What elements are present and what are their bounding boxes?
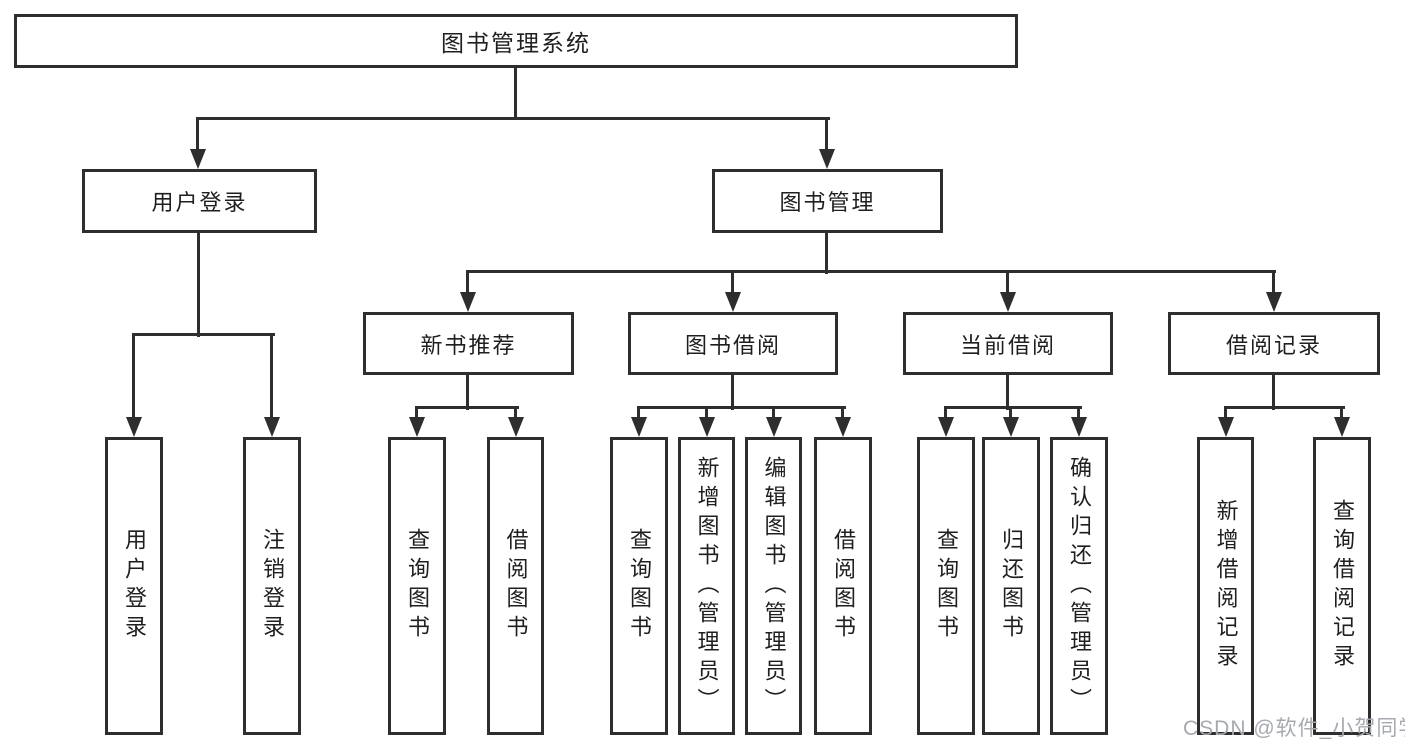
node-new-book-rec-label: 新书推荐 bbox=[420, 332, 517, 358]
node-leaf-br-add-record-label: 新增借阅记录 bbox=[1213, 499, 1239, 673]
node-leaf-cb-confirm-return-admin-label: 确认归还（管理员） bbox=[1067, 455, 1092, 717]
connector-drop-cb-confirm bbox=[1077, 406, 1080, 420]
connector-drop-br-add bbox=[1224, 406, 1227, 420]
node-leaf-bb-add-books-admin: 新增图书（管理员） bbox=[678, 437, 735, 735]
arrow-down-icon bbox=[508, 417, 524, 437]
node-leaf-bb-add-books-admin-label: 新增图书（管理员） bbox=[694, 455, 720, 717]
node-leaf-br-query-record: 查询借阅记录 bbox=[1313, 437, 1371, 735]
connector-drop-book-borrow bbox=[731, 270, 734, 296]
connector-drop-user-login bbox=[196, 117, 199, 152]
arrow-down-icon bbox=[1266, 292, 1282, 312]
node-book-borrow-label: 图书借阅 bbox=[684, 332, 781, 358]
arrow-down-icon bbox=[819, 149, 835, 169]
arrow-down-icon bbox=[835, 417, 851, 437]
connector-borrow-records-rail bbox=[1224, 406, 1345, 409]
node-leaf-bb-borrow-books-label: 借阅图书 bbox=[831, 528, 856, 644]
arrow-down-icon bbox=[1003, 417, 1019, 437]
connector-new-book-rec-rail bbox=[415, 406, 519, 409]
node-borrow-records: 借阅记录 bbox=[1168, 312, 1380, 375]
node-leaf-nbr-borrow-books-label: 借阅图书 bbox=[503, 528, 529, 644]
node-current-borrow: 当前借阅 bbox=[903, 312, 1113, 375]
node-root-label: 图书管理系统 bbox=[441, 30, 591, 56]
node-leaf-br-query-record-label: 查询借阅记录 bbox=[1330, 499, 1355, 673]
arrow-down-icon bbox=[766, 417, 782, 437]
node-root: 图书管理系统 bbox=[14, 14, 1018, 68]
connector-drop-bb-query bbox=[637, 406, 640, 420]
node-leaf-user-login: 用户登录 bbox=[105, 437, 163, 735]
connector-level3-rail bbox=[466, 270, 1276, 273]
connector-current-borrow-stem bbox=[1006, 373, 1009, 410]
node-leaf-nbr-query-books: 查询图书 bbox=[388, 437, 446, 735]
arrow-down-icon bbox=[725, 292, 741, 312]
connector-drop-login-action bbox=[132, 333, 135, 421]
node-leaf-cb-return-books: 归还图书 bbox=[982, 437, 1040, 735]
connector-drop-nbr-borrow bbox=[514, 406, 517, 420]
node-leaf-nbr-borrow-books: 借阅图书 bbox=[487, 437, 544, 735]
arrow-down-icon bbox=[1071, 417, 1087, 437]
connector-root-stem bbox=[514, 66, 517, 120]
arrow-down-icon bbox=[409, 417, 425, 437]
node-leaf-cb-query-books: 查询图书 bbox=[917, 437, 975, 735]
arrow-down-icon bbox=[699, 417, 715, 437]
node-leaf-bb-query-books: 查询图书 bbox=[610, 437, 668, 735]
node-leaf-bb-edit-books-admin-label: 编辑图书（管理员） bbox=[761, 455, 787, 717]
node-leaf-cb-confirm-return-admin: 确认归还（管理员） bbox=[1050, 437, 1108, 735]
connector-user-login-stem bbox=[197, 231, 200, 337]
connector-drop-bb-add bbox=[705, 406, 708, 420]
node-book-mgmt-label: 图书管理 bbox=[779, 190, 876, 215]
node-leaf-logout-label: 注销登录 bbox=[260, 528, 285, 644]
connector-book-mgmt-stem bbox=[825, 231, 828, 274]
connector-drop-borrow-records bbox=[1272, 270, 1275, 296]
connector-new-book-rec-stem bbox=[466, 373, 469, 410]
connector-current-borrow-rail bbox=[944, 406, 1082, 409]
connector-book-borrow-rail bbox=[637, 406, 846, 409]
arrow-down-icon bbox=[1334, 417, 1350, 437]
connector-drop-book-mgmt bbox=[825, 117, 828, 152]
arrow-down-icon bbox=[126, 417, 142, 437]
node-book-mgmt: 图书管理 bbox=[712, 169, 943, 233]
arrow-down-icon bbox=[264, 417, 280, 437]
node-leaf-nbr-query-books-label: 查询图书 bbox=[405, 528, 430, 644]
connector-book-borrow-stem bbox=[731, 373, 734, 410]
arrow-down-icon bbox=[190, 149, 206, 169]
arrow-down-icon bbox=[631, 417, 647, 437]
connector-drop-nbr-query bbox=[415, 406, 418, 420]
arrow-down-icon bbox=[1000, 292, 1016, 312]
node-new-book-rec: 新书推荐 bbox=[363, 312, 574, 375]
node-leaf-logout: 注销登录 bbox=[243, 437, 301, 735]
node-user-login-label: 用户登录 bbox=[151, 190, 248, 215]
node-leaf-bb-borrow-books: 借阅图书 bbox=[814, 437, 872, 735]
connector-drop-cb-return bbox=[1009, 406, 1012, 420]
node-leaf-br-add-record: 新增借阅记录 bbox=[1197, 437, 1254, 735]
node-leaf-bb-query-books-label: 查询图书 bbox=[627, 528, 652, 644]
connector-drop-current-borrow bbox=[1006, 270, 1009, 296]
connector-drop-br-query bbox=[1340, 406, 1343, 420]
node-user-login: 用户登录 bbox=[82, 169, 317, 233]
arrow-down-icon bbox=[938, 417, 954, 437]
connector-drop-cb-query bbox=[944, 406, 947, 420]
csdn-watermark: CSDN @软件_小贺同学 bbox=[1183, 717, 1405, 740]
node-borrow-records-label: 借阅记录 bbox=[1225, 332, 1322, 358]
connector-drop-bb-edit bbox=[772, 406, 775, 420]
node-book-borrow: 图书借阅 bbox=[628, 312, 838, 375]
node-leaf-user-login-label: 用户登录 bbox=[122, 528, 147, 644]
arrow-down-icon bbox=[1218, 417, 1234, 437]
node-current-borrow-label: 当前借阅 bbox=[959, 332, 1056, 358]
connector-drop-new-book-rec bbox=[466, 270, 469, 296]
node-leaf-cb-query-books-label: 查询图书 bbox=[934, 528, 959, 644]
connector-level2-rail bbox=[196, 117, 830, 120]
connector-drop-bb-borrow bbox=[841, 406, 844, 420]
connector-drop-logout-action bbox=[270, 333, 273, 421]
node-leaf-cb-return-books-label: 归还图书 bbox=[999, 528, 1024, 644]
node-leaf-bb-edit-books-admin: 编辑图书（管理员） bbox=[745, 437, 802, 735]
connector-user-login-rail bbox=[132, 333, 275, 336]
arrow-down-icon bbox=[460, 292, 476, 312]
connector-borrow-records-stem bbox=[1272, 373, 1275, 410]
